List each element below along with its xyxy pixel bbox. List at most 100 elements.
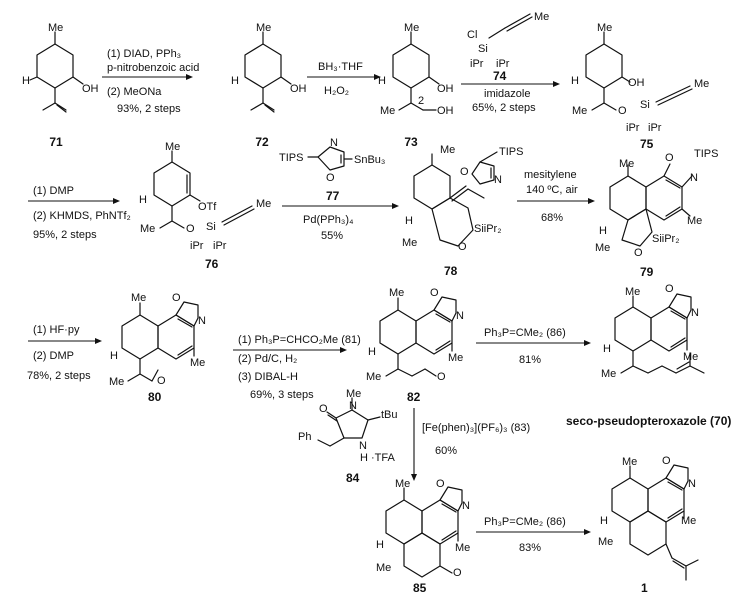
compound-72-h: H [231,75,239,87]
compound-82-o2: O [437,371,446,383]
compound-72-me: Me [256,22,271,34]
reagent-74-ipr-a: iPr [470,58,484,70]
compound-77-label: 77 [326,189,340,203]
compound-70-me: Me [625,286,640,298]
compound-1-me2: Me [598,536,613,548]
compound-80-me2: Me [109,376,124,388]
arrow-8-below-1: (2) Pd/C, H₂ [238,353,297,365]
compound-75-structure: Me OH H Me O Si Me iPr iPr 75 [571,22,709,151]
arrow-4: (1) DMP (2) KHMDS, PhNTf₂ 95%, 2 steps [28,185,131,241]
compound-84-structure: O N Me tBu N H ·TFA Ph 84 [298,388,398,485]
compound-80-structure: Me O N Me H Me O 80 [109,292,206,404]
compound-71-structure: Me OH H 71 [22,22,99,149]
compound-75-ipr-a: iPr [626,122,640,134]
compound-78-label: 78 [444,264,458,278]
compound-75-oh: OH [628,77,645,89]
compound-71-h: H [22,75,30,87]
compound-79-h: H [599,225,607,237]
compound-70-n: N [691,307,699,319]
compound-79-me: Me [619,158,634,170]
reagent-74-ipr-b: iPr [496,58,510,70]
reagent-74-si: Si [478,43,488,55]
arrow-2-above-1: BH₃·THF [318,61,363,73]
compound-85-me2: Me [376,562,391,574]
compound-71-label: 71 [49,135,63,149]
arrow-1-below-1: 93%, 2 steps [117,103,181,115]
compound-78-me: Me [440,144,455,156]
compound-79-me2: Me [595,242,610,254]
compound-80-me: Me [131,292,146,304]
reagent-77: TIPS N O SnBu₃ 77 [279,137,385,203]
compound-85-me: Me [395,478,410,490]
compound-76-structure: Me OTf H Me O Si Me iPr iPr 76 [139,141,271,271]
compound-82-label: 82 [407,390,421,404]
compound-72-label: 72 [255,135,269,149]
compound-76-h: H [139,194,147,206]
compound-70-me2: Me [601,368,616,380]
compound-80-h: H [110,350,118,362]
reagent-84-nh: N [359,440,367,452]
compound-72-oh: OH [290,83,307,95]
compound-76-otf: OTf [198,201,217,213]
arrow-7: (1) HF·py (2) DMP 78%, 2 steps [27,324,102,382]
compound-85-n: N [462,500,470,512]
compound-82-me2: Me [366,371,381,383]
compound-1-n: N [688,478,696,490]
compound-73-me: Me [404,22,419,34]
compound-78-structure: Me O N TIPS SiiPr₂ O H Me 78 [402,144,523,278]
arrow-7-below-1: (2) DMP [33,350,74,362]
compound-73-structure: Me OH H 2 OH Me 73 [378,22,454,149]
arrow-8-below-2: (3) DIBAL-H [238,371,298,383]
compound-85-structure: Me O N Me H Me O 85 [376,478,470,595]
compound-1-structure: Me O N Me H Me 1 [598,455,699,595]
arrow-3-below-1: 65%, 2 steps [472,102,536,114]
arrow-6-below-1: 68% [541,212,563,224]
compound-85-label: 85 [413,581,427,595]
compound-78-n: N [494,174,502,186]
compound-79-o: O [665,152,674,164]
compound-75-ipr-b: iPr [648,122,662,134]
arrow-5-below-1: Pd(PPh₃)₄ [303,214,354,226]
reagent-84-o: O [319,403,328,415]
compound-72-structure: Me OH H 72 [231,22,307,149]
compound-78-h: H [405,215,413,227]
compound-70-structure: Me O N Me H Me seco-pseudopteroxazole (7… [566,283,731,428]
compound-70-me3: Me [683,351,698,363]
reagent-74-me: Me [534,11,549,23]
arrow-10-below-1: 60% [435,445,457,457]
compound-79-label: 79 [640,265,654,279]
reagent-84-n: N [349,400,357,412]
compound-73-label: 73 [404,135,418,149]
compound-75-me3: Me [694,78,709,90]
compound-75-me: Me [597,22,612,34]
reagent-84-tbu: tBu [381,409,398,421]
reagent-77-sn: SnBu₃ [354,154,385,166]
reagent-84-h: H [360,452,368,464]
compound-84-label: 84 [346,471,360,485]
arrow-11-below-1: 83% [519,542,541,554]
arrow-1-above-2: p-nitrobenzoic acid [107,62,199,74]
compound-1-label: 1 [641,581,648,595]
compound-82-h: H [368,346,376,358]
reagent-84-tfa: ·TFA [371,452,395,464]
compound-1-me: Me [622,456,637,468]
compound-73-oh: OH [437,83,454,95]
compound-75-h: H [571,75,579,87]
compound-78-o: O [460,166,469,178]
compound-78-tips: TIPS [499,146,523,158]
compound-70-label: seco-pseudopteroxazole (70) [566,414,731,428]
compound-79-o2: O [634,247,643,259]
compound-71-me: Me [48,22,63,34]
compound-75-si: Si [640,99,650,111]
compound-79-me3: Me [687,215,702,227]
compound-75-me2: Me [572,105,587,117]
arrow-4-below-2: 95%, 2 steps [33,229,97,241]
reagent-74-cl: Cl [467,29,477,41]
compound-1-o: O [662,455,671,467]
compound-79-si: SiiPr₂ [652,233,680,245]
compound-82-me3: Me [448,352,463,364]
compound-75-label: 75 [640,137,654,151]
compound-73-me2: Me [380,105,395,117]
compound-78-si: SiiPr₂ [474,223,502,235]
